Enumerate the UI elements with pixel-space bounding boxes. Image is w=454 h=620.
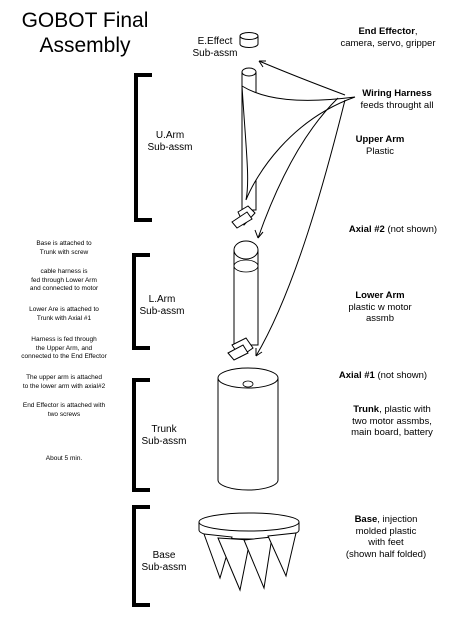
note-lower-arm-attach: Lower Are is attached to Trunk with Axia…	[29, 306, 99, 322]
page-title: GOBOT Final Assembly	[21, 9, 149, 57]
label-axial-2: Axial #2 (not shown)	[348, 224, 438, 235]
bracket-trunk	[132, 378, 150, 492]
note-cable-harness: cable harness is fed through Lower Arm a…	[29, 268, 99, 292]
subassembly-label-end-effector: E.Effect Sub-assm	[192, 36, 238, 59]
note-duration: About 5 min.	[45, 455, 83, 462]
lower-arm-part	[227, 240, 259, 361]
label-upper-arm: Upper Arm Plastic	[355, 134, 405, 157]
wiring-harness-part	[241, 60, 356, 357]
label-end-effector: End Effector, camera, servo, gripper	[340, 26, 436, 49]
end-effector-part	[239, 32, 259, 48]
note-harness-upper-arm: Harness is fed through the Upper Arm, an…	[21, 336, 107, 360]
label-axial-1: Axial #1 (not shown)	[338, 370, 428, 381]
note-end-effector-attach: End Effector is attached with two screws	[22, 402, 106, 418]
bracket-lower-arm	[132, 253, 150, 350]
label-lower-arm: Lower Arm plastic w motor assmb	[348, 290, 412, 324]
label-wiring-harness: Wiring Harness feeds throught all	[360, 88, 434, 111]
bracket-base	[132, 505, 150, 607]
note-base-attach: Base is attached to Trunk with screw	[36, 240, 92, 256]
base-part	[198, 512, 300, 592]
bracket-upper-arm	[134, 73, 152, 222]
subassembly-label-trunk: Trunk Sub-assm	[141, 424, 187, 447]
subassembly-label-lower-arm: L.Arm Sub-assm	[139, 294, 185, 317]
label-base: Base, injection molded plastic with feet…	[345, 514, 427, 560]
trunk-part	[217, 367, 279, 491]
label-trunk: Trunk, plastic with two motor assmbs, ma…	[351, 404, 433, 438]
note-upper-arm-attach: The upper arm is attached to the lower a…	[22, 374, 106, 390]
subassembly-label-upper-arm: U.Arm Sub-assm	[147, 130, 193, 153]
subassembly-label-base: Base Sub-assm	[141, 550, 187, 573]
